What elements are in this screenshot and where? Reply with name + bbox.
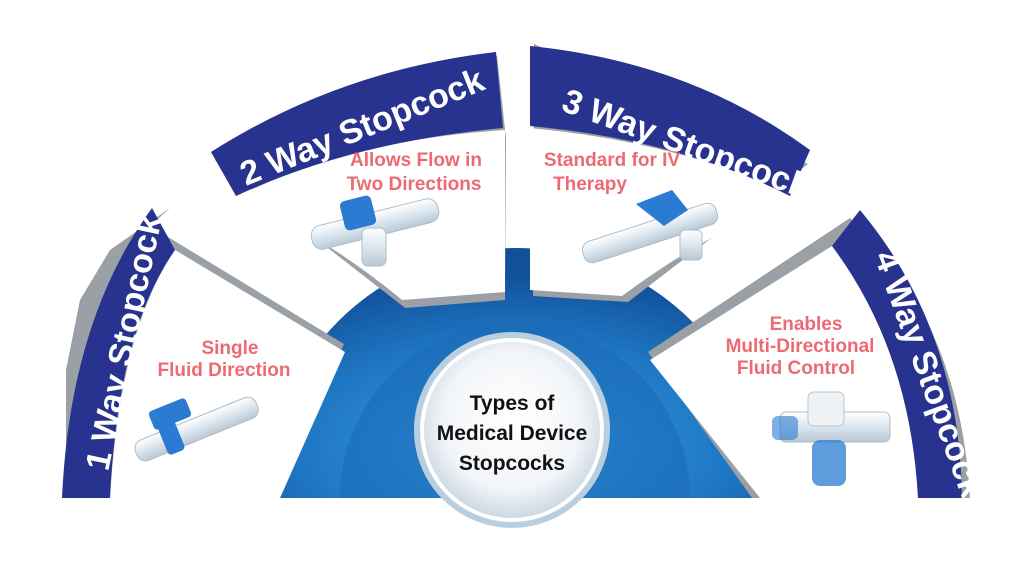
- segment-4-desc-line1: Enables: [770, 314, 843, 335]
- segment-4-band: [832, 210, 962, 498]
- segment-3-band: [530, 46, 810, 196]
- segment-2-desc-line2: Two Directions: [347, 174, 482, 195]
- segment-3-desc-line2: Therapy: [553, 174, 627, 195]
- segment-1-desc-line1: Single: [201, 338, 258, 359]
- segment-1-band: [62, 208, 175, 498]
- segment-3-desc-line1: Standard for IV: [544, 150, 681, 171]
- segment-4-desc-line2: Multi-Directional: [726, 336, 875, 357]
- center-title-line1: Types of: [470, 392, 556, 415]
- segment-1-way[interactable]: 1 Way Stopcock Single Fluid Direction: [62, 208, 345, 498]
- segment-2-way[interactable]: 2 Way Stopcock Allows Flow in Two Direct…: [211, 52, 506, 308]
- segment-2-desc-line1: Allows Flow in: [350, 150, 482, 171]
- two-way-stopcock-image: [310, 195, 440, 267]
- center-badge: Types of Medical Device Stopcocks: [414, 332, 610, 528]
- segment-1-desc-line2: Fluid Direction: [158, 360, 291, 381]
- segment-4-desc-line3: Fluid Control: [737, 358, 855, 379]
- one-way-stopcock-image: [134, 396, 259, 462]
- segment-3-way[interactable]: 3 Way Stopcock Standard for IV Therapy: [530, 44, 814, 302]
- four-way-stopcock-image: [772, 391, 891, 486]
- segment-2-band: [211, 52, 503, 196]
- center-title-line3: Stopcocks: [459, 452, 565, 475]
- three-way-stopcock-image: [581, 190, 719, 264]
- center-title-line2: Medical Device: [437, 422, 588, 445]
